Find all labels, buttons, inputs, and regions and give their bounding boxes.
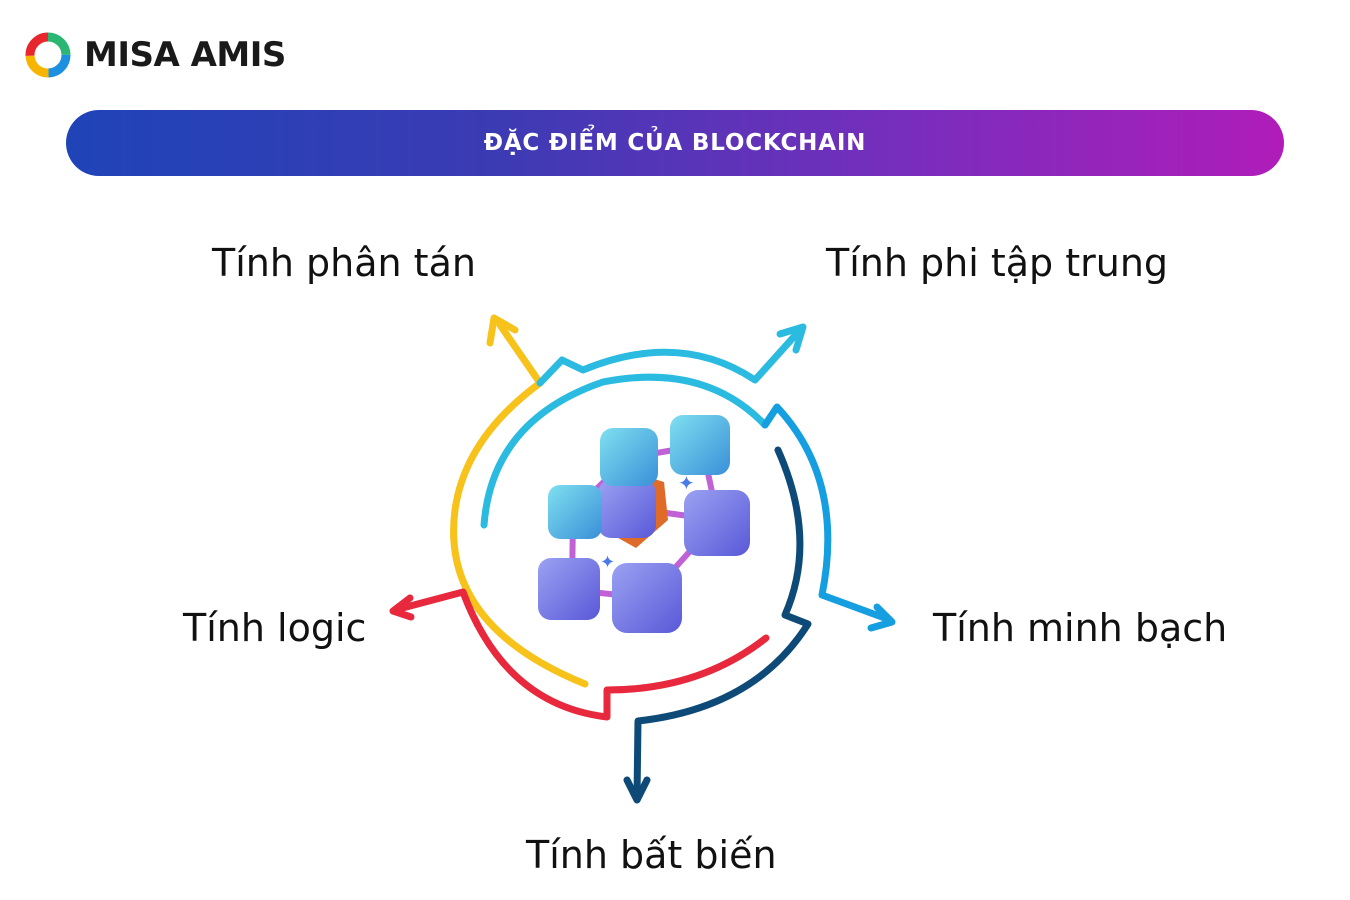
label-transparent: Tính minh bạch (933, 606, 1228, 650)
title-banner: ĐẶC ĐIỂM CỦA BLOCKCHAIN (66, 110, 1284, 176)
logic-arc (391, 588, 770, 721)
label-logic: Tính logic (183, 606, 367, 650)
brand-logo: MISA AMIS (24, 30, 286, 80)
label-immutable: Tính bất biến (526, 833, 777, 877)
distributed-arc (450, 321, 589, 688)
decentralized-inner-arc (599, 373, 769, 429)
decentralized-arrowhead (776, 323, 807, 354)
label-distributed: Tính phân tán (212, 241, 476, 285)
immutable-arrowhead (623, 776, 651, 804)
svg-text:✦: ✦ (600, 552, 615, 573)
label-decentralized: Tính phi tập trung (826, 241, 1169, 285)
banner-title: ĐẶC ĐIỂM CỦA BLOCKCHAIN (483, 130, 867, 156)
distributed-inner-arc (480, 378, 607, 529)
brand-name: MISA AMIS (84, 35, 286, 75)
svg-text:✦: ✦ (678, 471, 695, 495)
distributed-arrowhead (486, 314, 519, 347)
logic-arrowhead (389, 594, 415, 621)
transparent-arc (761, 403, 894, 624)
blockchain-cubes-icon: ✦ ✦ (538, 415, 750, 633)
misa-logo-icon (25, 32, 71, 78)
immutable-arc (633, 446, 812, 801)
decentralized-arc (536, 326, 804, 387)
transparent-arrowhead (867, 603, 896, 632)
